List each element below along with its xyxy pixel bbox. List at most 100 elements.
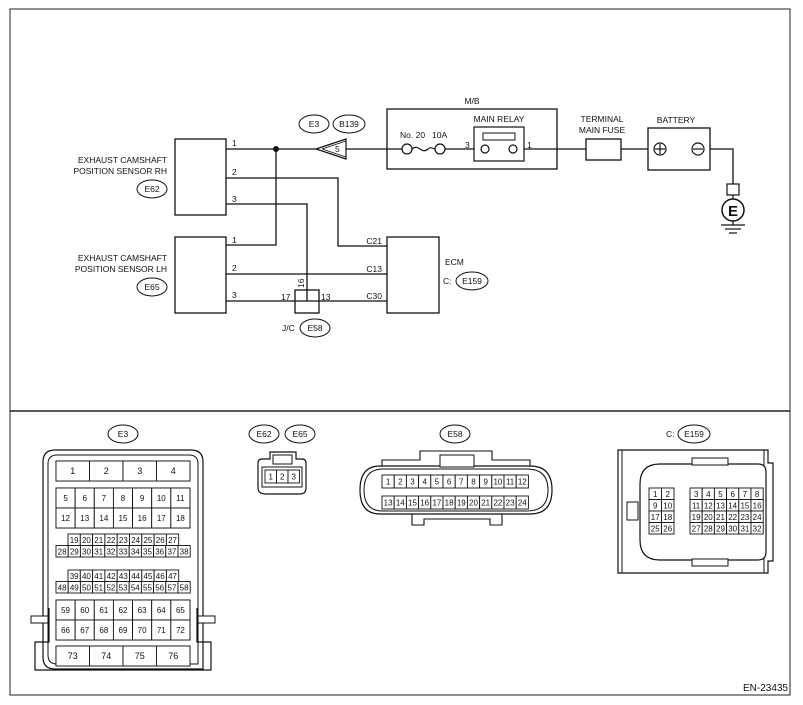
connector-pin-number: 50 <box>82 583 91 592</box>
e159-face-prefix: C: <box>666 429 675 439</box>
ecm-prefix: C: <box>443 276 452 286</box>
connector-pin-number: 11 <box>506 478 515 487</box>
connector-pin-number: 39 <box>70 572 79 581</box>
connector-pin-number: 28 <box>704 524 713 533</box>
connector-pin-number: 32 <box>106 547 115 556</box>
connector-pin-number: 58 <box>180 583 189 592</box>
connector-pin-number: 19 <box>457 499 466 508</box>
connector-pin-number: 16 <box>753 501 762 510</box>
e58-face-bottom-lug <box>411 514 503 526</box>
connector-pin-number: 19 <box>70 536 79 545</box>
connector-pin-number: 47 <box>168 572 177 581</box>
connector-pin-number: 16 <box>138 514 147 523</box>
connector-pin-number: 7 <box>743 490 748 499</box>
e65-face-badge <box>284 424 316 444</box>
connector-pin-number: 9 <box>140 494 145 503</box>
connector-pin-number: 52 <box>106 583 115 592</box>
connector-pin-number: 66 <box>61 626 70 635</box>
connector-pin-cell <box>515 474 529 489</box>
sensor-lh-box <box>174 236 227 314</box>
ecm-connector: E159 <box>462 276 482 286</box>
connector-pin-cell <box>515 495 529 510</box>
connector-pin-number: 12 <box>61 514 70 523</box>
connector-pin-number: 70 <box>138 626 147 635</box>
e3-connector-symbol-inner <box>321 140 347 150</box>
b139-badge <box>332 114 366 134</box>
connector-pin-number: 23 <box>740 513 749 522</box>
connector-pin-number: 17 <box>432 499 441 508</box>
connector-pin-number: 20 <box>469 499 478 508</box>
e3-face-label: E3 <box>118 429 129 439</box>
connector-pin-number: 60 <box>80 606 89 615</box>
connector-pin-number: 23 <box>506 499 515 508</box>
connector-pin-number: 73 <box>68 651 78 661</box>
e62-face-latch <box>272 454 293 465</box>
connector-pin-number: 68 <box>99 626 108 635</box>
connector-pin-number: 72 <box>176 626 185 635</box>
connector-pin-number: 36 <box>155 547 164 556</box>
connector-pin-number: 64 <box>157 606 166 615</box>
connector-pin-cell <box>156 645 191 667</box>
connector-pin-number: 27 <box>168 536 177 545</box>
connector-pin-number: 55 <box>143 583 152 592</box>
connector-pin-number: 3 <box>694 490 699 499</box>
connector-pin-number: 56 <box>155 583 164 592</box>
connector-pin-number: 14 <box>728 501 737 510</box>
connector-pin-number: 62 <box>119 606 128 615</box>
connector-pin-number: 31 <box>740 524 749 533</box>
connector-pin-number: 4 <box>422 478 427 487</box>
connector-pin-number: 30 <box>82 547 91 556</box>
b139-label: B139 <box>339 119 359 129</box>
connector-pin-number: 2 <box>398 478 403 487</box>
connector-pin-number: 2 <box>104 466 109 476</box>
connector-pin-number: 5 <box>718 490 723 499</box>
ecm-box <box>386 236 440 314</box>
connector-pin-number: 11 <box>692 501 701 510</box>
connector-pin-number: 11 <box>176 494 185 503</box>
connector-pin-number: 31 <box>94 547 103 556</box>
sensor-rh-pin-1: 1 <box>232 138 237 148</box>
connector-pin-number: 46 <box>156 572 165 581</box>
connector-pin-number: 14 <box>99 514 108 523</box>
connector-pin-number: 13 <box>384 499 393 508</box>
connector-pin-number: 32 <box>753 524 762 533</box>
connector-pin-cell <box>170 507 191 529</box>
e3-face-badge <box>107 424 139 444</box>
connector-pin-number: 4 <box>706 490 711 499</box>
relay-label: MAIN RELAY <box>474 114 525 124</box>
connector-pin-number: 33 <box>119 547 128 556</box>
connector-pin-number: 6 <box>730 490 735 499</box>
sensor-lh-pin-2: 2 <box>232 263 237 273</box>
jc-pin-13: 13 <box>321 292 331 302</box>
connector-pin-number: 17 <box>651 513 660 522</box>
connector-pin-number: 25 <box>651 524 660 533</box>
sensor-lh-pin-3: 3 <box>232 290 237 300</box>
sensor-lh-label-line1: EXHAUST CAMSHAFT <box>78 253 167 263</box>
e3-badge <box>298 114 330 134</box>
connector-pin-number: 49 <box>70 583 79 592</box>
ground-symbol: E <box>728 203 738 220</box>
connector-pin-number: 21 <box>716 513 725 522</box>
connector-pin-number: 42 <box>107 572 116 581</box>
e3-face-outline <box>42 449 204 670</box>
connector-pin-number: 48 <box>58 583 67 592</box>
connector-pin-number: 24 <box>753 513 762 522</box>
e3-face-tab-right <box>197 615 216 624</box>
connector-pin-number: 71 <box>157 626 166 635</box>
connector-pin-cell <box>156 460 191 482</box>
connector-pin-number: 38 <box>180 547 189 556</box>
e159-face-badge <box>677 424 711 444</box>
connector-pin-number: 20 <box>704 513 713 522</box>
connector-pin-number: 24 <box>131 536 140 545</box>
connector-pin-number: 8 <box>471 478 476 487</box>
connector-pin-number: 61 <box>99 606 108 615</box>
e159-face-notch-top <box>691 457 729 466</box>
figure-code: EN-23435 <box>743 683 788 694</box>
sensor-lh-connector-badge <box>136 277 168 297</box>
e3-pin: 5 <box>335 144 340 154</box>
connector-pin-number: 45 <box>143 572 152 581</box>
e58-face-badge <box>439 424 471 444</box>
connector-pin-number: 18 <box>176 514 185 523</box>
sensor-lh-label-line2: POSITION SENSOR LH <box>75 264 167 274</box>
